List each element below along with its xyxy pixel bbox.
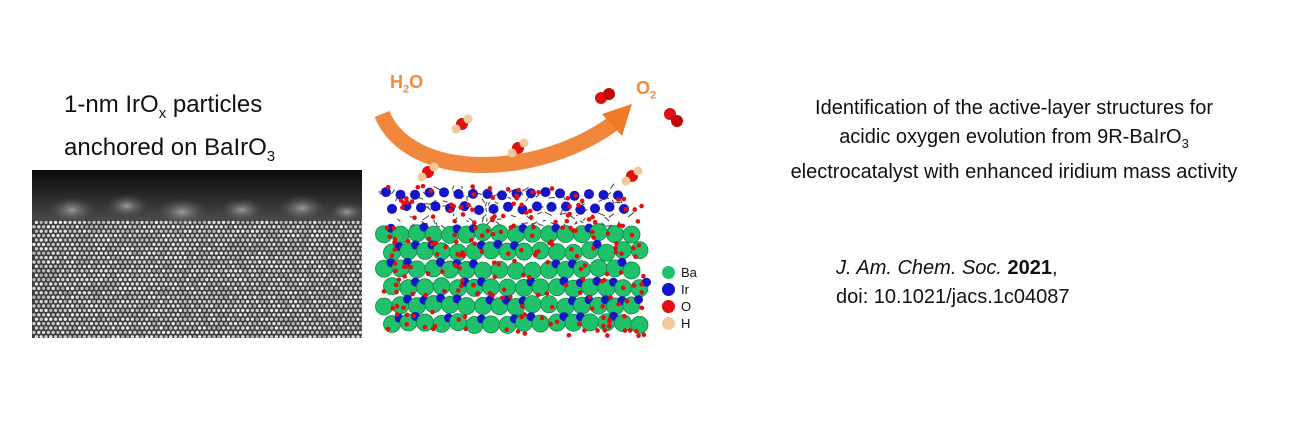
caption-line-1: 1-nm IrOx particles	[64, 91, 263, 122]
water-label: H2O	[390, 72, 424, 96]
element-legend: Ba Ir O H	[662, 264, 697, 332]
title-line-2: acidic oxygen evolution from 9R-BaIrO3	[839, 126, 1189, 151]
oxygen-label: O2	[636, 78, 657, 102]
citation-line-1: J. Am. Chem. Soc. 2021,	[836, 257, 1058, 279]
legend-item-h: H	[662, 315, 697, 332]
stem-micrograph	[32, 170, 362, 338]
reaction-arrow-head	[602, 104, 632, 136]
catalyst-schematic: H2O O2	[370, 62, 730, 352]
water-molecule	[417, 162, 439, 182]
water-molecule	[451, 114, 473, 134]
legend-item-o: O	[662, 298, 697, 315]
reaction-arrow	[374, 110, 623, 173]
title-line-1: Identification of the active-layer struc…	[815, 97, 1213, 119]
legend-item-ba: Ba	[662, 264, 697, 281]
citation: J. Am. Chem. Soc. 2021, doi: 10.1021/jac…	[836, 254, 1070, 312]
citation-doi: doi: 10.1021/jacs.1c04087	[836, 286, 1070, 308]
water-molecule	[621, 166, 643, 186]
legend-item-ir: Ir	[662, 281, 697, 298]
o2-molecule	[595, 88, 615, 104]
title-line-3: electrocatalyst with enhanced iridium ma…	[790, 161, 1238, 183]
water-molecule	[507, 138, 529, 158]
caption-line-2: anchored on BaIrO3	[64, 133, 276, 165]
image-caption: 1-nm IrOx particles anchored on BaIrO3	[64, 88, 275, 174]
o2-molecule	[664, 108, 683, 127]
paper-title: Identification of the active-layer struc…	[714, 94, 1300, 187]
